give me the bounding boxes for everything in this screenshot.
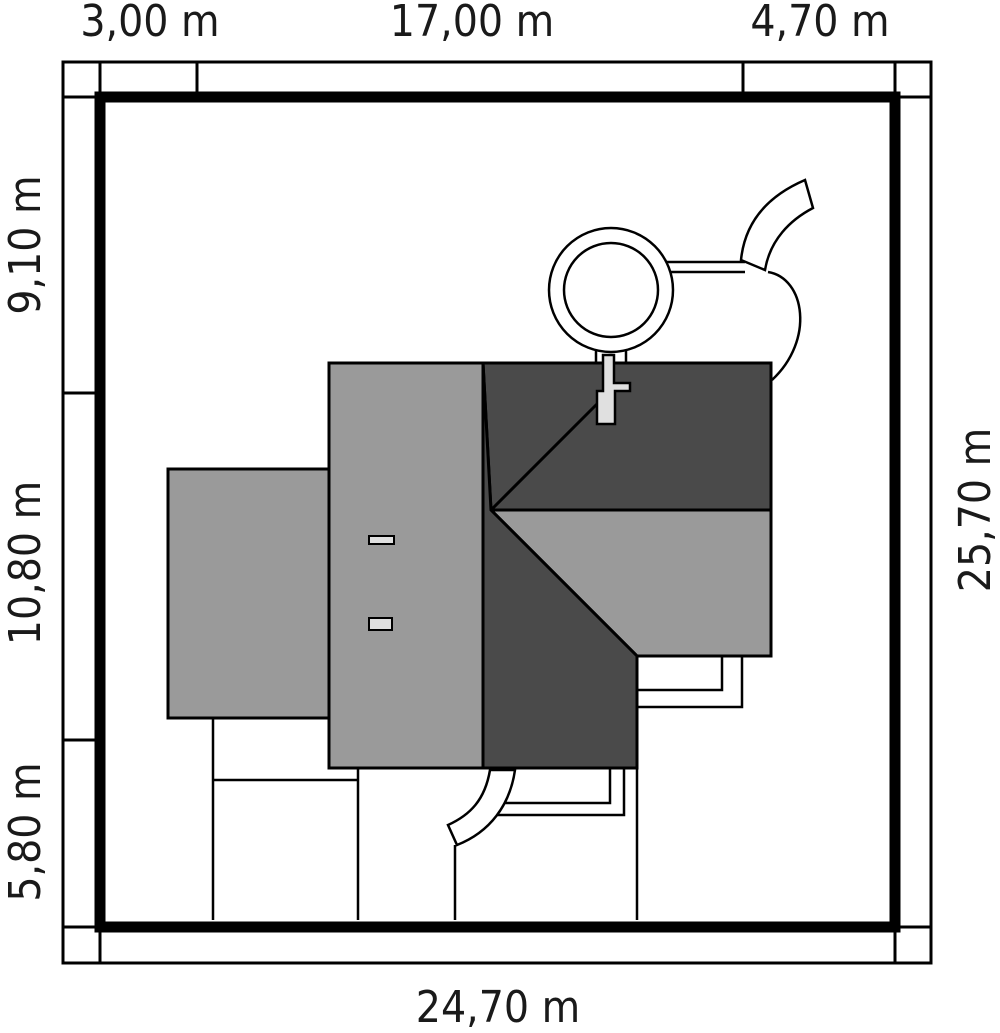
dim-left-top: 9,10 m (0, 175, 51, 314)
dim-top-middle: 17,00 m (390, 0, 554, 47)
round-terrace (547, 226, 675, 363)
dimension-frame-outer (61, 60, 933, 965)
dim-bottom: 24,70 m (416, 982, 580, 1033)
curved-lawn-edge (767, 270, 802, 381)
skylight (368, 617, 393, 631)
plot-boundary (94, 91, 901, 933)
dim-left-middle: 10,80 m (0, 481, 51, 645)
middle-wing-roof (327, 361, 485, 770)
skylight (368, 535, 395, 545)
dim-left-bottom: 5,80 m (0, 762, 51, 901)
roof-plane-south (481, 362, 639, 770)
paving-lines (211, 260, 745, 920)
curved-path-top (739, 178, 815, 272)
dim-top-left: 3,00 m (80, 0, 219, 47)
chimney (595, 353, 632, 426)
dim-top-right: 4,70 m (750, 0, 889, 47)
dim-right: 25,70 m (950, 428, 1000, 592)
curved-path-bottom (446, 768, 517, 847)
main-roof (481, 361, 773, 770)
